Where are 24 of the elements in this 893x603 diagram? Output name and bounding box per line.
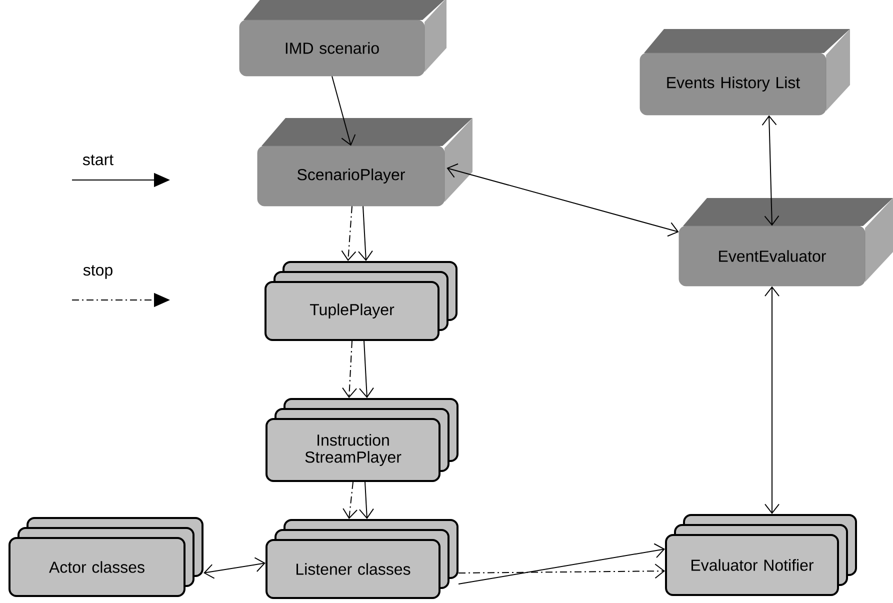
arrow: [764, 286, 780, 514]
arrow: [359, 340, 374, 398]
arrow: [358, 482, 374, 519]
arrow: [458, 543, 665, 584]
arrow: [446, 163, 679, 237]
block-box: ScenarioPlayer: [257, 118, 472, 206]
legend-label: stop: [83, 265, 112, 279]
arrow: [458, 564, 665, 579]
stacked-box: Evaluator Notifier: [665, 514, 857, 596]
stacked-box: TuplePlayer: [264, 261, 458, 341]
arrow: [342, 340, 358, 398]
block-box: Events History List: [640, 29, 850, 116]
arrow: [342, 482, 358, 519]
stacked-box: Listener classes: [266, 519, 458, 599]
arrow: [762, 115, 780, 226]
arrow: [332, 76, 356, 146]
legend-label: start: [82, 154, 114, 166]
arrow: [358, 206, 373, 261]
arrow: [341, 206, 356, 261]
stacked-box: Instruction StreamPlayer: [266, 398, 458, 482]
block-box: IMD scenario: [239, 0, 446, 76]
arrow: [204, 557, 266, 579]
block-box: EventEvaluator: [678, 198, 893, 286]
stacked-box: Actor classes: [8, 517, 204, 597]
